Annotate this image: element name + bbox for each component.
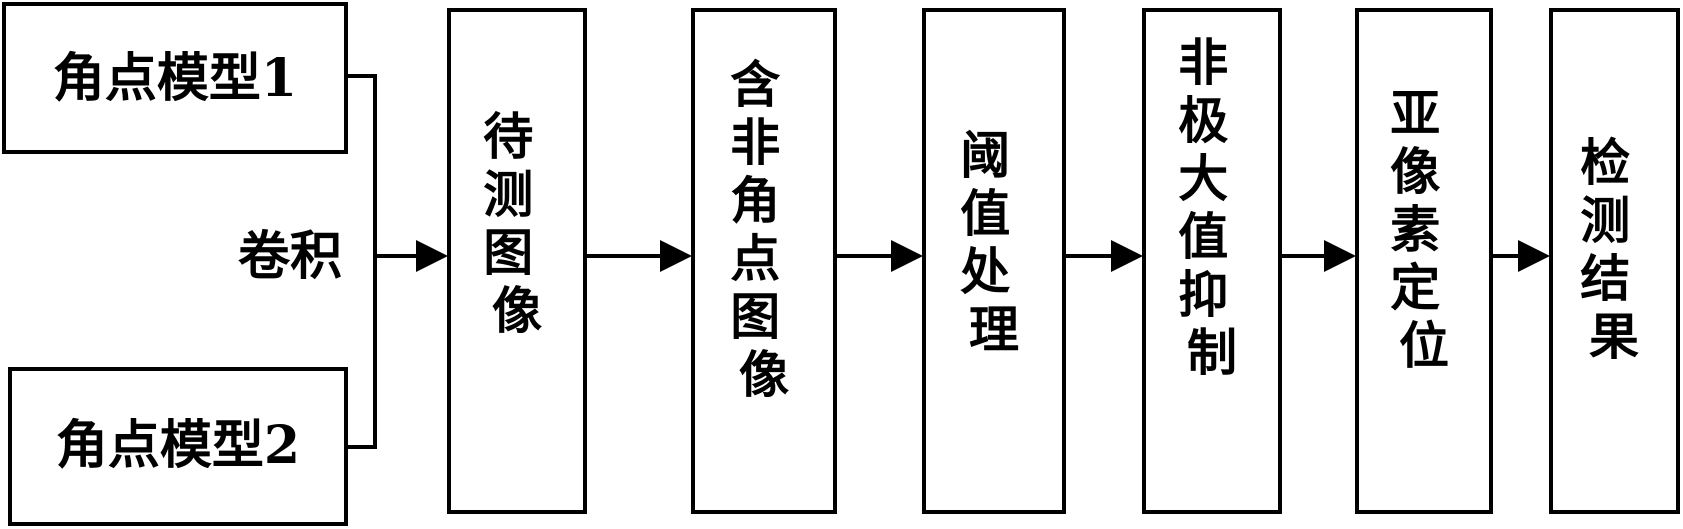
nms-label: 非 极 大 值 抑 制 (1178, 33, 1245, 382)
corner-model-2-label: 角点模型2 (56, 415, 300, 476)
test-image-box (447, 8, 587, 514)
arrow-to-nms-head (1111, 240, 1143, 272)
corner-model-1-box (2, 2, 348, 154)
result-label: 检 测 结 果 (1580, 133, 1647, 366)
arrow-to-non-corner-image-head (660, 240, 692, 272)
nms-box (1142, 8, 1282, 514)
subpixel-label: 亚 像 素 定 位 (1390, 84, 1457, 375)
arrow-to-test-image-head (416, 240, 448, 272)
threshold-label: 阈 值 处 理 (960, 126, 1027, 359)
arrow-to-threshold-head (891, 240, 923, 272)
result-box (1549, 8, 1680, 514)
arrow-to-subpixel-head (1324, 240, 1356, 272)
subpixel-box (1355, 8, 1493, 514)
arrow-to-result-head (1518, 240, 1550, 272)
corner-model-1-label: 角点模型1 (53, 48, 297, 109)
test-image-label: 待 测 图 像 (483, 107, 550, 340)
threshold-box (922, 8, 1066, 514)
convolution-label: 卷积 (238, 226, 342, 287)
non-corner-image-box (691, 8, 837, 514)
non-corner-image-label: 含 非 角 点 图 像 (730, 55, 797, 404)
convolution-bracket (346, 74, 377, 449)
corner-model-2-box (8, 367, 348, 526)
